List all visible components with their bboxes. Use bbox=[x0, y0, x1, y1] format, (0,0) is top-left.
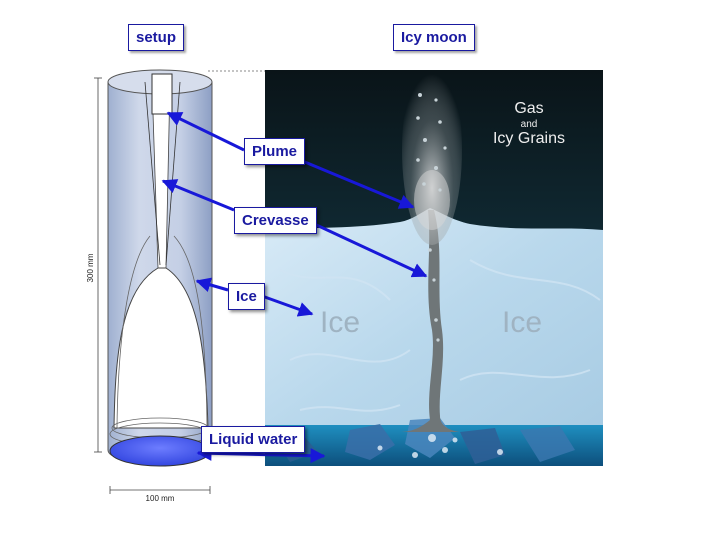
width-dimension-text: 100 mm bbox=[146, 494, 175, 503]
liquid-water-arrow bbox=[196, 445, 326, 464]
plume-arrow-setup bbox=[166, 111, 245, 152]
crevasse-arrow-moon bbox=[309, 220, 428, 278]
icy-moon-header: Icy moon bbox=[393, 24, 475, 51]
icy-moon-illustration: Gas and Icy Grains Ice Ice bbox=[265, 55, 603, 466]
ice-arrow-moon bbox=[261, 294, 314, 317]
ice-right-text: Ice bbox=[502, 306, 542, 339]
ice-arrow-setup bbox=[195, 277, 229, 292]
setup-header: setup bbox=[128, 24, 185, 51]
height-dimension: 300 mm bbox=[86, 77, 102, 453]
ice-left-text: Ice bbox=[320, 306, 360, 339]
plume-arrow-moon bbox=[299, 158, 415, 209]
crevasse-arrow-setup bbox=[161, 179, 235, 212]
liquid-water-label: Liquid water bbox=[201, 426, 306, 453]
plume-label: Plume bbox=[244, 138, 306, 165]
arrows bbox=[161, 111, 428, 464]
crevasse-crack bbox=[398, 210, 460, 432]
crevasse-label: Crevasse bbox=[234, 207, 317, 234]
gas-text: Gas bbox=[514, 100, 543, 117]
and-text: and bbox=[521, 119, 538, 130]
height-dimension-text: 300 mm bbox=[86, 253, 95, 282]
icy-grains bbox=[416, 93, 447, 342]
setup-tube-drawing bbox=[107, 69, 213, 467]
ice-label: Ice bbox=[228, 283, 265, 310]
width-dimension: 100 mm bbox=[109, 486, 211, 503]
liquid-water-pool bbox=[109, 435, 211, 467]
icy-grains-text: Icy Grains bbox=[493, 130, 565, 147]
